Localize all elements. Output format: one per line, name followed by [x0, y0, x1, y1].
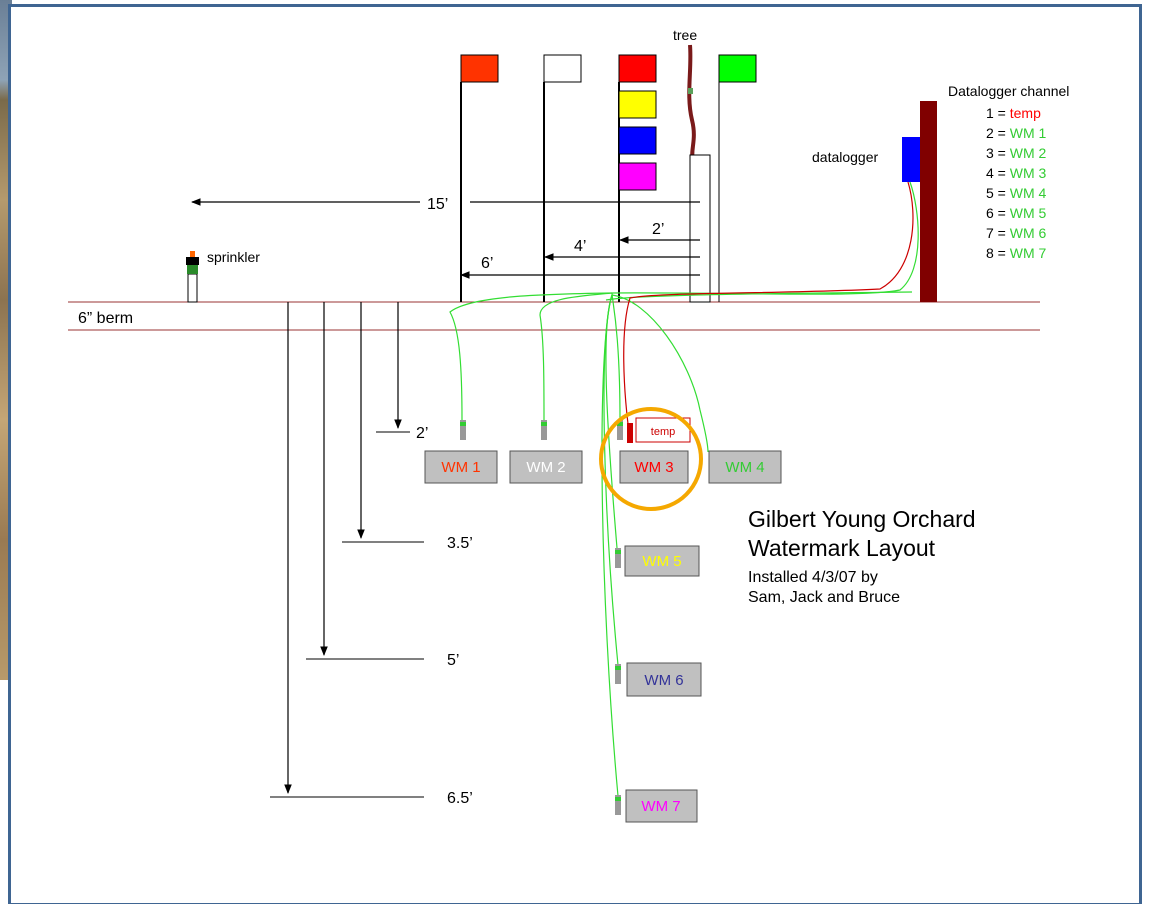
legend-entry-3: 3 = WM 2 [986, 145, 1047, 161]
sensor-label-wm1: WM 1 [441, 459, 480, 476]
depth-label-2ft: 2’ [416, 425, 428, 442]
dist-6-label: 6’ [481, 255, 493, 272]
sensor-box-wm6 [626, 662, 702, 697]
datalogger-box [902, 137, 920, 182]
dist-15-label: 15’ [427, 196, 448, 213]
sensor-label-wm6: WM 6 [644, 672, 683, 689]
sensor-wires [449, 181, 919, 797]
sensor-label-wm4: WM 4 [725, 459, 764, 476]
sensor-label-wm5: WM 5 [642, 553, 681, 570]
tree-icon [687, 44, 711, 303]
dist-2-label: 2’ [652, 221, 664, 238]
legend-entry-5: 5 = WM 4 [986, 185, 1047, 201]
sensor-box-wm4 [708, 450, 782, 484]
legend-entry-6: 6 = WM 5 [986, 205, 1047, 221]
datalogger-label: datalogger [812, 149, 879, 165]
temp-sensor-box [635, 417, 691, 443]
sensor-connectors [460, 420, 633, 815]
sensor-label-wm2: WM 2 [526, 459, 565, 476]
temp-wire [623, 181, 914, 425]
legend-title: Datalogger channel [948, 83, 1069, 99]
legend-entry-4: 4 = WM 3 [986, 165, 1047, 181]
flag-green [718, 54, 757, 83]
sprinkler-label: sprinkler [207, 249, 260, 265]
sensor-box-wm5 [624, 545, 700, 577]
wm3-highlight-circle [599, 407, 703, 511]
sprinkler-icon [186, 251, 199, 303]
legend-entries: 1 = temp 2 = WM 1 3 = WM 2 4 = WM 3 5 = WM 4… [986, 105, 1047, 261]
caption-sub-line2: Sam, Jack and Bruce [748, 589, 900, 606]
depth-label-6-5ft: 6.5’ [447, 790, 473, 807]
flag-red [618, 54, 657, 83]
depth-label-5ft: 5’ [447, 652, 459, 669]
sensor-box-wm7 [625, 789, 698, 823]
temp-sensor-label: temp [651, 426, 675, 438]
flag-magenta [618, 162, 657, 191]
sensor-box-wm2 [509, 450, 583, 484]
legend-entry-7: 7 = WM 6 [986, 225, 1047, 241]
sensor-box-wm1 [424, 450, 498, 484]
legend-entry-2: 2 = WM 1 [986, 125, 1047, 141]
flag-blue [618, 126, 657, 155]
tree-label: tree [673, 27, 697, 43]
caption-title-line1: Gilbert Young Orchard [748, 506, 976, 532]
sensor-label-wm3: WM 3 [634, 459, 673, 476]
caption-sub-line1: Installed 4/3/07 by [748, 569, 878, 586]
dist-4-label: 4’ [574, 238, 586, 255]
legend-entry-1: 1 = temp [986, 105, 1041, 121]
flag-red-orange [460, 54, 499, 83]
caption-title-line2: Watermark Layout [748, 535, 936, 561]
flag-white [543, 54, 582, 83]
sensor-box-wm3 [619, 450, 689, 484]
legend-entry-8: 8 = WM 7 [986, 245, 1047, 261]
depth-label-3-5ft: 3.5’ [447, 535, 473, 552]
datalogger-post [920, 101, 937, 302]
sensor-label-wm7: WM 7 [641, 798, 680, 815]
berm-label: 6” berm [78, 310, 133, 327]
flag-yellow [618, 90, 657, 119]
